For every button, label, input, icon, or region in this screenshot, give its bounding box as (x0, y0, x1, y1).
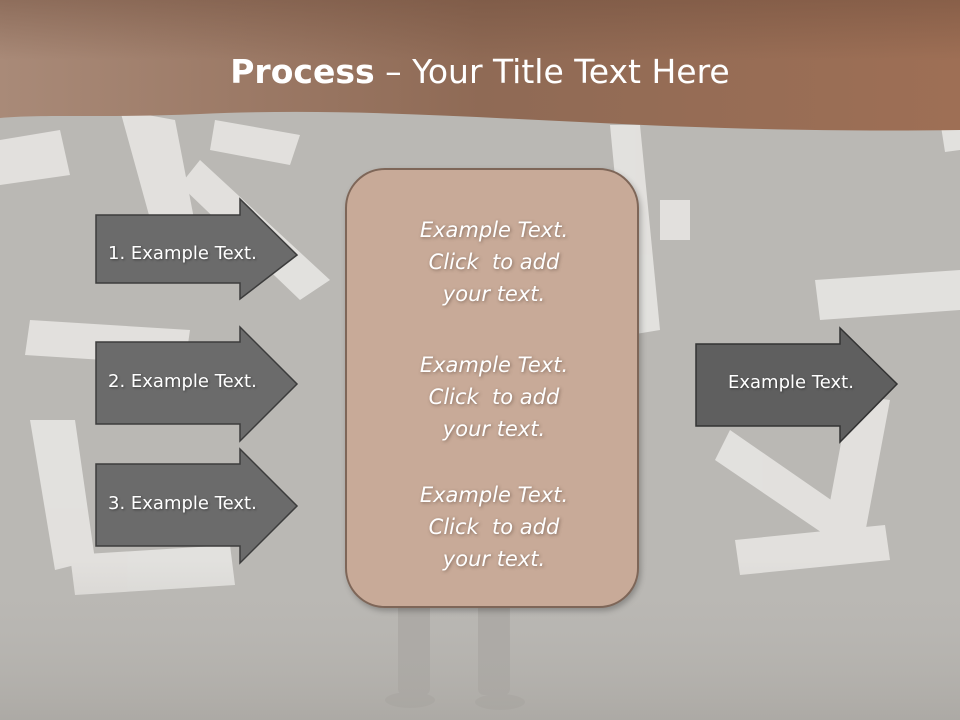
center-paragraph-2: Example Text. Click to add your text. (347, 349, 641, 445)
left-arrow-label-3: 3. Example Text. (108, 493, 257, 514)
left-arrow-2[interactable] (94, 325, 300, 443)
title-rest: – Your Title Text Here (374, 52, 730, 91)
paragraph-line: your text. (442, 417, 546, 441)
left-arrow-3[interactable] (94, 447, 300, 565)
paragraph-line: Click to add (428, 250, 560, 274)
center-text-box[interactable]: Example Text. Click to add your text. Ex… (345, 168, 639, 608)
center-paragraph-3: Example Text. Click to add your text. (347, 479, 641, 575)
paragraph-line: Example Text. (419, 218, 569, 242)
paragraph-line: Click to add (428, 385, 560, 409)
left-arrow-1[interactable] (94, 197, 300, 301)
right-arrow-label: Example Text. (728, 372, 854, 393)
slide-title[interactable]: Process – Your Title Text Here (0, 52, 960, 91)
paragraph-line: your text. (442, 547, 546, 571)
paragraph-line: Click to add (428, 515, 560, 539)
paragraph-line: Example Text. (419, 483, 569, 507)
paragraph-line: your text. (442, 282, 546, 306)
left-arrow-label-2: 2. Example Text. (108, 371, 257, 392)
right-arrow[interactable] (694, 326, 900, 444)
paragraph-line: Example Text. (419, 353, 569, 377)
left-arrow-label-1: 1. Example Text. (108, 243, 257, 264)
title-bold: Process (230, 52, 375, 91)
center-paragraph-1: Example Text. Click to add your text. (347, 214, 641, 310)
